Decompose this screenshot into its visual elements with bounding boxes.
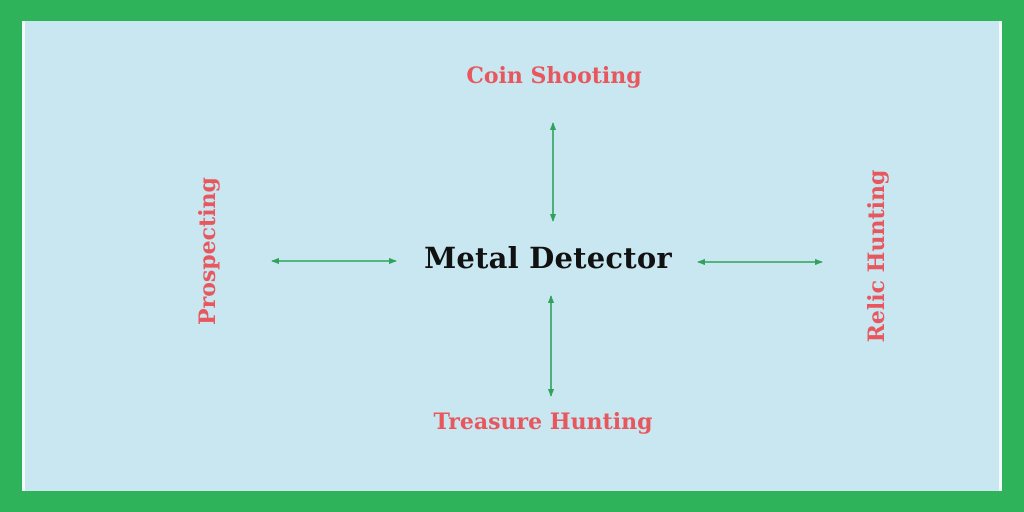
top-node-label: Coin Shooting	[466, 63, 642, 89]
right-node-label: Relic Hunting	[864, 169, 890, 343]
bottom-node-label: Treasure Hunting	[433, 409, 653, 435]
diagram-panel	[22, 21, 1002, 491]
center-node-label: Metal Detector	[424, 241, 672, 275]
left-node-label: Prospecting	[195, 177, 221, 325]
